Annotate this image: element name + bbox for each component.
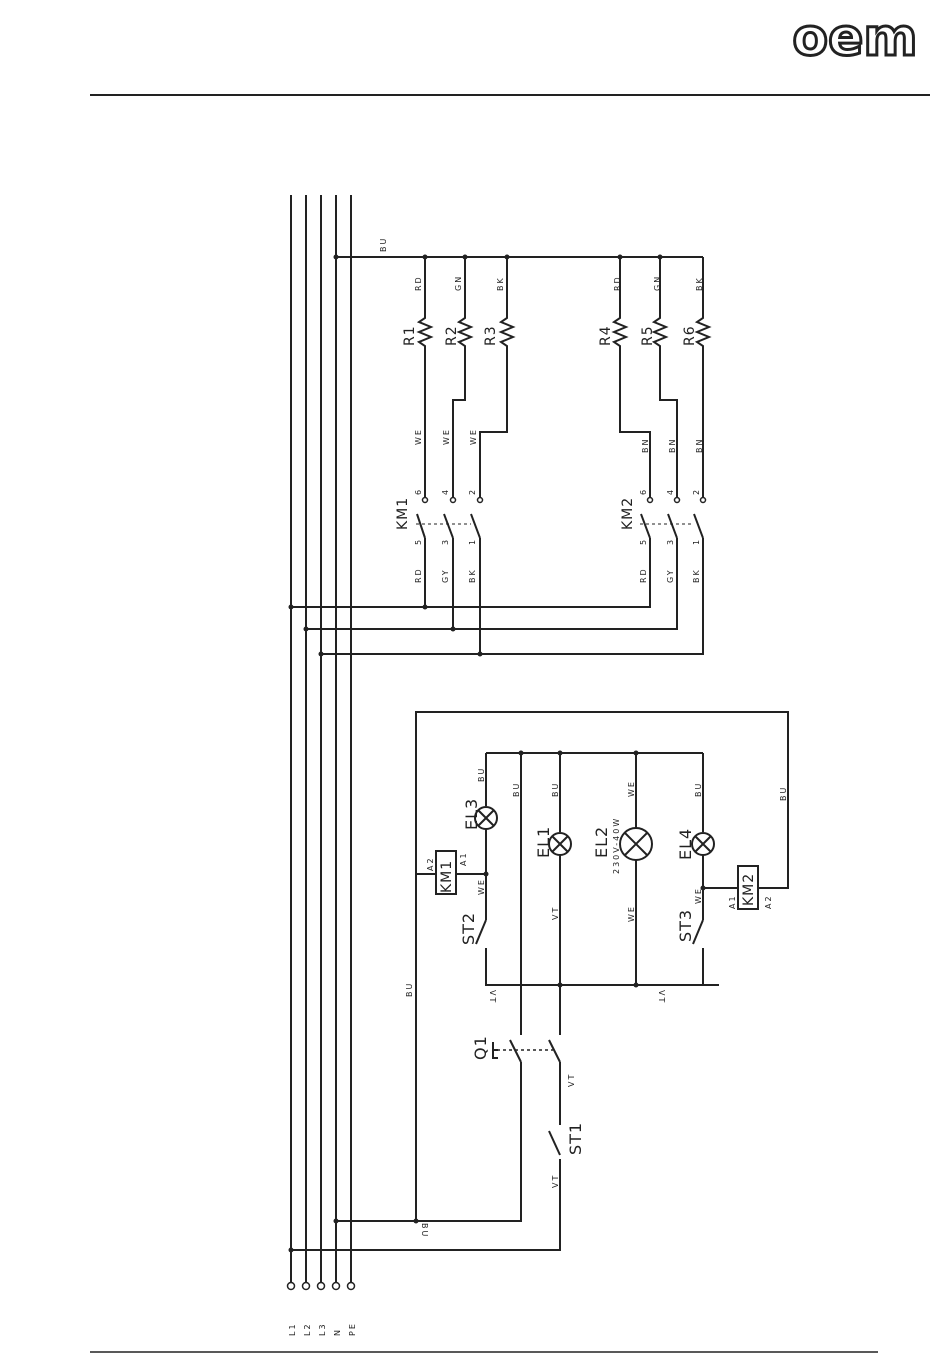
el3-label: EL3 [462,798,481,830]
svg-text:A2: A2 [764,894,773,909]
svg-text:BN: BN [641,438,650,453]
svg-text:BK: BK [496,276,505,291]
svg-text:6: 6 [414,488,423,495]
svg-text:6: 6 [639,488,648,495]
svg-text:RD: RD [414,567,423,583]
svg-text:RD: RD [414,275,423,291]
svg-text:BN: BN [668,438,677,453]
svg-text:A1: A1 [459,851,468,866]
svg-text:VT: VT [657,990,666,1004]
el1-label: EL1 [534,826,553,858]
svg-text:RD: RD [639,567,648,583]
svg-text:BU: BU [512,782,521,797]
svg-text:BU: BU [420,1223,429,1238]
svg-text:KM2: KM2 [741,873,757,906]
r5-label: R5 [640,325,656,346]
svg-text:1: 1 [692,538,701,545]
km2-contactor: KM2 6 4 2 5 3 1 RD GY BK [620,488,706,583]
el2-label: EL2 [592,826,611,858]
svg-text:A2: A2 [426,856,435,871]
st3-label: ST3 [676,909,695,942]
st2-label: ST2 [459,912,478,945]
svg-text:BU: BU [779,786,788,801]
svg-text:KM1: KM1 [439,860,455,893]
terminal-circles [288,1283,355,1290]
km1-contactor: KM1 6 4 2 5 3 1 RD GY BK [395,488,483,583]
svg-text:WE: WE [627,780,636,797]
svg-text:VT: VT [567,1073,576,1087]
terminal-l1: L1 [288,1322,297,1336]
svg-text:5: 5 [639,538,648,545]
svg-text:5: 5 [414,538,423,545]
terminal-pe: PE [348,1322,357,1336]
svg-text:VT: VT [551,1174,560,1188]
r2-label: R2 [444,325,460,346]
el4-label: EL4 [676,828,695,860]
svg-text:BK: BK [695,276,704,291]
km2-label: KM2 [620,497,636,530]
r4-label: R4 [598,325,614,346]
heater-group-2: R4 R5 R6 RD GN BK BN BN BN [598,257,709,498]
svg-text:BN: BN [695,438,704,453]
svg-text:BK: BK [468,568,477,583]
oem-logo: oem [792,8,917,68]
svg-text:VT: VT [551,906,560,920]
el2-rating: 230V-40W [612,817,621,874]
km1-label: KM1 [395,497,411,530]
svg-text:1: 1 [468,538,477,545]
r6-label: R6 [682,325,698,346]
terminal-l3: L3 [318,1322,327,1336]
svg-text:4: 4 [441,488,450,495]
svg-text:RD: RD [613,275,622,291]
control-circuit: BU BU KM1 A2 A1 EL3 BU WE ST2 EL1 BU BU … [289,712,789,1253]
svg-text:GY: GY [441,568,450,583]
svg-text:4: 4 [666,488,675,495]
svg-text:A1: A1 [728,894,737,909]
bus-color-label: BU [379,237,388,252]
r1-label: R1 [402,325,418,346]
svg-text:BU: BU [551,782,560,797]
svg-text:WE: WE [469,428,478,445]
svg-text:GN: GN [454,275,463,291]
terminal-n: N [333,1328,342,1336]
svg-text:WE: WE [694,887,703,904]
svg-text:BU: BU [477,767,486,782]
svg-text:VT: VT [488,990,497,1004]
svg-text:WE: WE [627,905,636,922]
svg-text:WE: WE [477,878,486,895]
svg-text:BK: BK [692,568,701,583]
svg-text:BU: BU [694,782,703,797]
svg-text:GY: GY [666,568,675,583]
svg-text:2: 2 [468,488,477,495]
svg-text:oem: oem [792,8,917,68]
svg-text:3: 3 [441,538,450,545]
terminal-labels: L1 L2 L3 N PE [288,1322,357,1336]
svg-text:2: 2 [692,488,701,495]
q1-label: Q1 [471,1035,490,1060]
heater-group-1: R1 R2 R3 RD GN BK WE WE WE [402,257,513,498]
svg-text:WE: WE [442,428,451,445]
st1-label: ST1 [566,1122,585,1155]
supply-bus [291,195,351,1283]
svg-text:BU: BU [405,982,414,997]
r3-label: R3 [483,325,499,346]
svg-text:GN: GN [653,275,662,291]
terminal-l2: L2 [303,1322,312,1336]
svg-text:3: 3 [666,538,675,545]
svg-text:WE: WE [414,428,423,445]
